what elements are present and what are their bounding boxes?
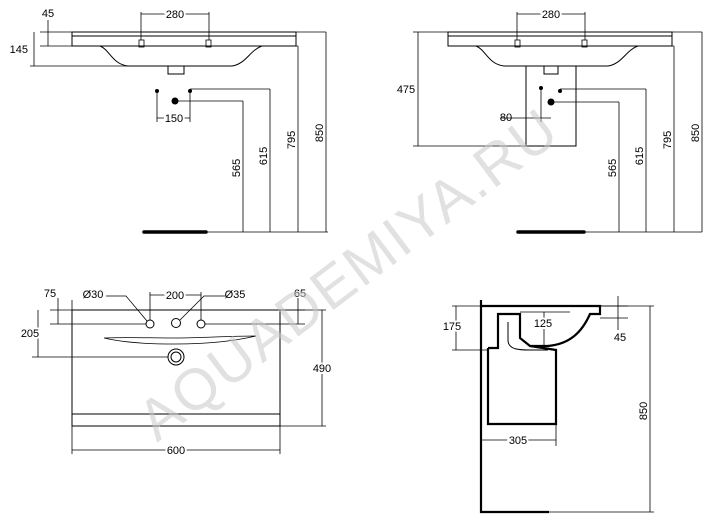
dim-45-a: 45 [42, 8, 54, 20]
dim-305: 305 [509, 435, 527, 447]
dim-565-b: 565 [607, 159, 619, 177]
dim-600: 600 [167, 445, 185, 457]
dim-795-a: 795 [286, 131, 298, 149]
dim-280-a: 280 [166, 9, 184, 21]
dim-280-b: 280 [542, 9, 560, 21]
watermark-text: AQUADEMIYA.RU [126, 96, 571, 454]
dim-dia30: Ø30 [83, 289, 104, 301]
dim-850-c: 850 [638, 402, 650, 420]
dim-850-a: 850 [314, 124, 326, 142]
dim-80: 80 [500, 112, 512, 124]
dim-125: 125 [534, 318, 552, 330]
dim-200: 200 [166, 290, 184, 302]
dim-565-a: 565 [231, 159, 243, 177]
dim-150: 150 [165, 113, 183, 125]
side-section: 175 125 45 850 305 [441, 296, 654, 514]
dim-490: 490 [313, 363, 331, 375]
front-elevation-semi-pedestal: 280 475 80 565 615 795 850 [395, 7, 704, 234]
dim-175: 175 [443, 321, 461, 333]
dim-75: 75 [44, 288, 56, 300]
dim-dia35: Ø35 [225, 289, 246, 301]
dim-615-b: 615 [634, 147, 646, 165]
dim-615-a: 615 [258, 147, 270, 165]
dim-65: 65 [294, 288, 306, 300]
dim-45-b: 45 [614, 332, 626, 344]
front-elevation-wall-hung: 280 45 145 150 565 615 795 850 [10, 7, 328, 234]
plan-view: Ø30 Ø35 200 75 65 205 490 600 [19, 288, 333, 459]
dim-475: 475 [397, 84, 415, 96]
dim-205: 205 [21, 328, 39, 340]
dim-850-b: 850 [690, 124, 702, 142]
dim-795-b: 795 [662, 131, 674, 149]
dim-145: 145 [10, 44, 28, 56]
